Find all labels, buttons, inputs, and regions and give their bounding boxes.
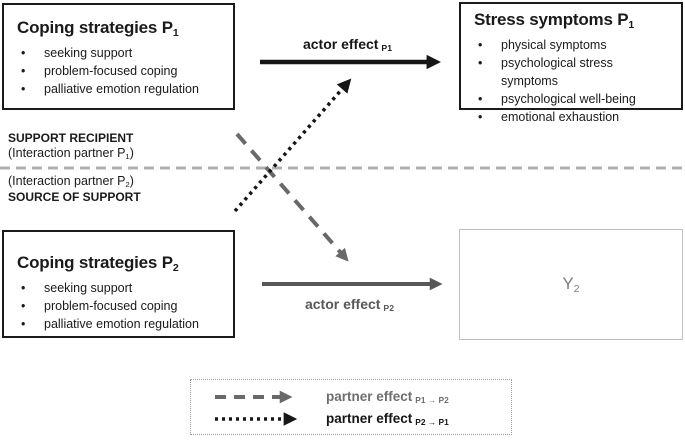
- box-title-subscript: 1: [172, 26, 179, 39]
- box-title-subscript: 1: [628, 18, 635, 31]
- interaction-partner-p1-label: (Interaction partner P1): [8, 146, 134, 164]
- label-text: (Interaction partner P: [8, 174, 126, 188]
- bullet-item: seeking support: [17, 279, 225, 297]
- bullet-item: palliative emotion regulation: [17, 80, 225, 98]
- label-subscript: 2: [125, 180, 130, 190]
- box-title-text: Coping strategies P: [17, 253, 173, 272]
- partner-effect-p1-p2-arrow: [235, 132, 349, 262]
- label-text: actor effect: [304, 296, 381, 312]
- legend-dashed-arrow-sample: [215, 390, 293, 404]
- label-subscript: P1 → P2: [415, 395, 449, 406]
- label-text: (Interaction partner P: [8, 146, 126, 160]
- box-coping-strategies-p1: Coping strategies P1 seeking support pro…: [2, 3, 235, 110]
- y2-label-subscript: 2: [573, 282, 580, 295]
- partner-effect-p2-p1-arrow: [233, 78, 352, 213]
- support-recipient-label: SUPPORT RECIPIENT: [8, 131, 134, 145]
- bullet-item: palliative emotion regulation: [17, 315, 225, 333]
- bullet-item: psychological well-being: [474, 90, 673, 108]
- legend-dotted-arrow-sample: [215, 412, 298, 426]
- label-text: partner effect: [326, 410, 413, 426]
- bullet-item: emotional exhaustion: [474, 108, 673, 126]
- bullet-item: seeking support: [17, 44, 225, 62]
- y2-label-text: Y: [562, 274, 574, 294]
- box-outcome-y2: Y2: [459, 229, 683, 340]
- label-text: ): [129, 146, 134, 160]
- bullet-list: physical symptoms psychological stress s…: [474, 36, 673, 126]
- label-text: ): [129, 174, 134, 188]
- interaction-partner-p2-label: (Interaction partner P2): [8, 174, 134, 192]
- label-subscript: P2 → P1: [415, 417, 449, 428]
- bullet-list: seeking support problem-focused coping p…: [17, 279, 225, 333]
- source-of-support-label: SOURCE OF SUPPORT: [8, 190, 141, 204]
- box-title: Coping strategies P1: [17, 18, 225, 39]
- label-subscript: P2: [383, 303, 395, 314]
- box-title-text: Stress symptoms P: [474, 10, 629, 29]
- bullet-item: problem-focused coping: [17, 297, 225, 315]
- bullet-item: psychological stress symptoms: [474, 54, 673, 90]
- label-text: partner effect: [326, 388, 413, 404]
- box-title-subscript: 2: [172, 261, 179, 274]
- box-coping-strategies-p2: Coping strategies P2 seeking support pro…: [2, 230, 235, 338]
- box-stress-symptoms-p1: Stress symptoms P1 physical symptoms psy…: [459, 2, 683, 126]
- bullet-item: problem-focused coping: [17, 62, 225, 80]
- y2-label: Y2: [562, 274, 579, 295]
- bullet-list: seeking support problem-focused coping p…: [17, 44, 225, 98]
- box-title: Stress symptoms P1: [474, 10, 673, 31]
- label-text: actor effect: [302, 36, 379, 52]
- label-subscript: 1: [125, 152, 130, 162]
- label-subscript: P1: [381, 43, 393, 54]
- bullet-item: physical symptoms: [474, 36, 673, 54]
- box-title-text: Coping strategies P: [17, 18, 173, 37]
- box-title: Coping strategies P2: [17, 253, 225, 274]
